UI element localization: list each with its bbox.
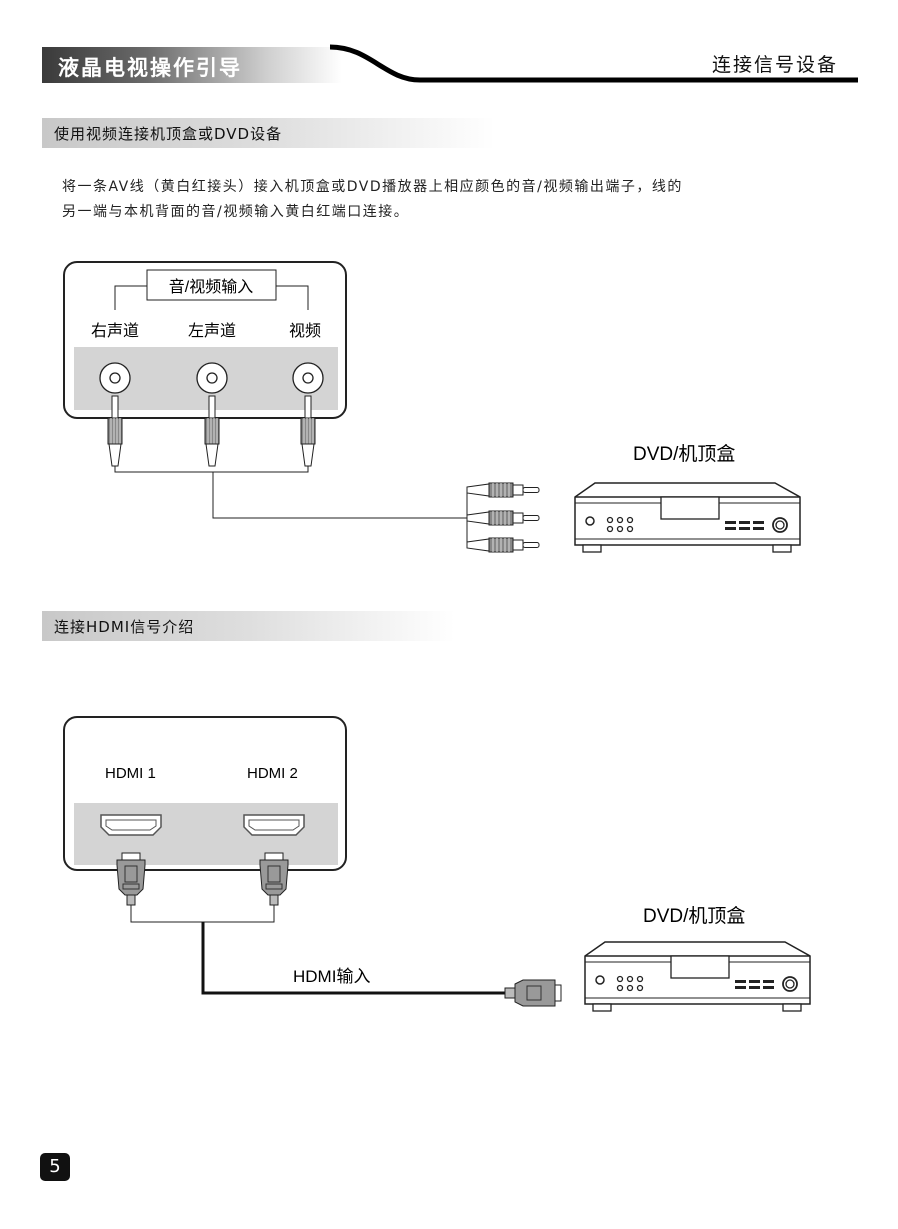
section-heading-av: 使用视频连接机顶盒或DVD设备 [42, 118, 495, 148]
header-rule [329, 44, 858, 83]
page-number: 5 [40, 1153, 70, 1181]
jack-label-left: 左声道 [188, 322, 236, 340]
section-heading-text: 使用视频连接机顶盒或DVD设备 [54, 125, 283, 143]
dvd-label-2: DVD/机顶盒 [643, 905, 745, 927]
paragraph-line-1: 将一条AV线（黄白红接头）接入机顶盒或DVD播放器上相应颜色的音/视频输出端子，… [62, 179, 683, 195]
hdmi-diagram: HDMI 1 HDMI 2 HDMI输入 DVD/机顶盒 [63, 716, 811, 1012]
dvd-label-1: DVD/机顶盒 [633, 443, 735, 465]
hdmi2-label: HDMI 2 [247, 765, 298, 782]
section-heading-hdmi: 连接HDMI信号介绍 [42, 611, 455, 641]
header-title: 液晶电视操作引导 [58, 56, 242, 80]
jack-label-video: 视频 [289, 322, 321, 340]
hdmi-plug-device [504, 979, 562, 1007]
hdmi2-port [243, 814, 305, 836]
rca-jacks [99, 362, 324, 394]
header-title-bar [42, 47, 342, 83]
hdmi1-port [100, 814, 162, 836]
hdmi1-label: HDMI 1 [105, 765, 156, 782]
section-heading-text: 连接HDMI信号介绍 [54, 618, 195, 636]
dvd-player-icon [574, 482, 801, 553]
dvd-player-icon [584, 941, 811, 1012]
header-section-title: 连接信号设备 [712, 54, 839, 76]
av-input-label: 音/视频输入 [169, 278, 253, 296]
av-diagram: 音/视频输入 右声道 左声道 视频 DVD/机顶盒 [63, 261, 801, 553]
jack-label-right: 右声道 [91, 322, 139, 340]
paragraph-line-2: 另一端与本机背面的音/视频输入黄白红端口连接。 [62, 204, 410, 220]
hdmi-input-label: HDMI输入 [293, 967, 370, 986]
